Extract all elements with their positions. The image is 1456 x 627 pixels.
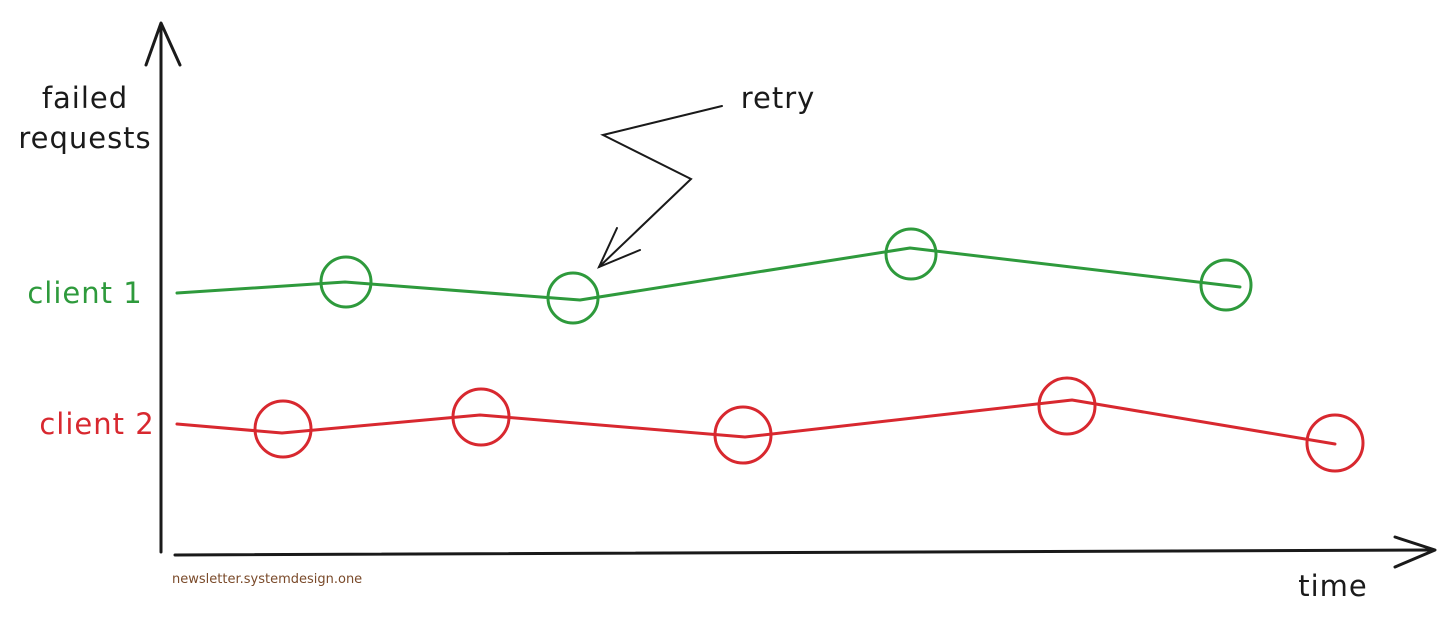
client-1-label: client 1: [27, 276, 142, 310]
client-1-request-2: [546, 271, 600, 325]
x-axis-line: [173, 548, 1434, 557]
retry-annotation: retry: [597, 81, 816, 269]
client-1-request-1: [319, 255, 373, 309]
client-1-request-3: [884, 227, 938, 281]
client-2-request-1: [253, 399, 313, 459]
client-1-line: [175, 246, 1242, 302]
client-1-request-4: [1199, 258, 1253, 312]
axes: [144, 21, 1437, 569]
retry-arrow: [598, 105, 723, 268]
retry-arrowhead: [597, 227, 641, 269]
y-axis-label-line2: requests: [18, 121, 151, 155]
client-2-request-4: [1037, 376, 1097, 436]
client-2-label: client 2: [39, 407, 154, 441]
watermark: newsletter.systemdesign.one: [172, 572, 362, 587]
y-axis-label-line1: failed: [42, 81, 128, 115]
y-axis-arrowhead: [144, 21, 182, 67]
client-1-series: client 1: [27, 227, 1253, 325]
client-2-line: [175, 398, 1337, 446]
retry-label: retry: [741, 81, 816, 115]
x-axis-label: time: [1298, 569, 1368, 603]
client-2-request-5: [1305, 413, 1365, 473]
client-2-request-2: [451, 387, 511, 447]
x-axis-arrowhead: [1393, 535, 1437, 569]
client-2-series: client 2: [39, 376, 1365, 473]
client-2-request-3: [713, 405, 773, 465]
